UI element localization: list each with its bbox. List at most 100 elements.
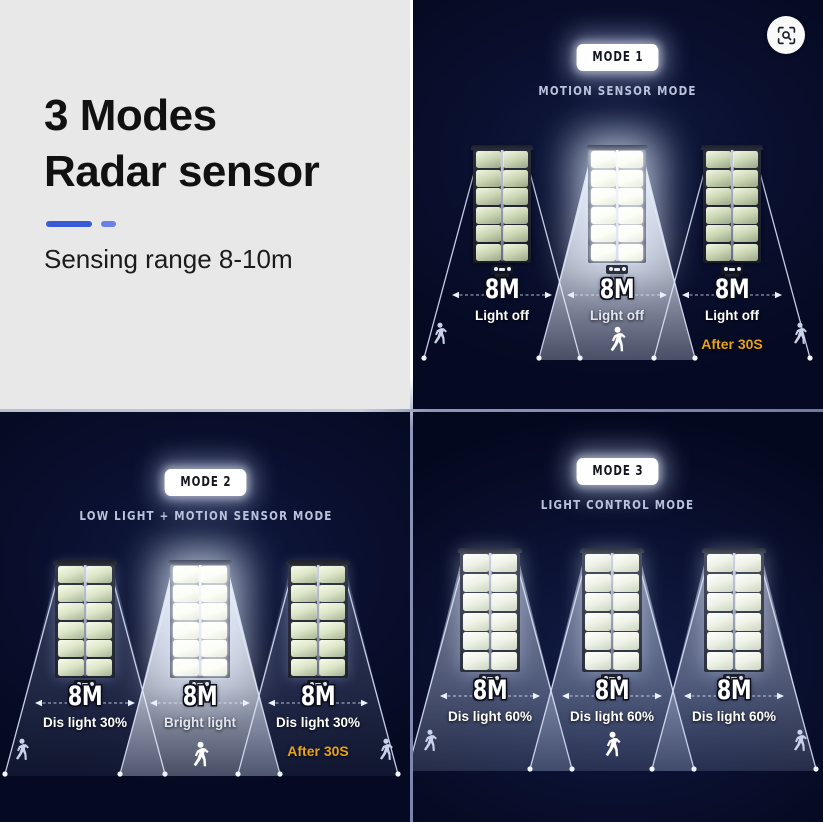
- led-module: [591, 188, 617, 205]
- heading-line-2: Radar sensor: [44, 147, 320, 197]
- lamp-cap: [168, 560, 232, 565]
- distance-label: 8M: [300, 681, 336, 712]
- led-module: [591, 206, 617, 224]
- lamp-head: [471, 145, 533, 263]
- lamp-fixture: [53, 560, 117, 693]
- lamp-head: [168, 560, 232, 678]
- title-block: 3 Modes Radar sensor Sensing range 8-10m: [44, 88, 394, 275]
- radar-sensor-module: [601, 673, 623, 683]
- lamp-labels: 8M Dis light 60%: [639, 677, 823, 724]
- led-module: [591, 169, 617, 187]
- led-module: [617, 151, 643, 168]
- lamp-unit: [0, 560, 195, 778]
- led-module: [291, 566, 318, 583]
- led-module: [732, 206, 758, 224]
- lamp-cap: [580, 548, 644, 553]
- led-module: [291, 584, 318, 602]
- lamp-head: [586, 145, 648, 263]
- led-module: [707, 593, 734, 611]
- radar-sensor-module: [189, 679, 211, 689]
- visual-search-button[interactable]: [767, 16, 805, 54]
- led-module: [734, 632, 761, 650]
- led-module: [706, 188, 732, 205]
- led-module: [318, 584, 345, 602]
- pedestrian-icon: [193, 741, 209, 767]
- led-module: [58, 566, 85, 583]
- lamp-neck: [193, 688, 207, 693]
- pedestrian-icon: [423, 729, 437, 751]
- led-module: [463, 573, 490, 592]
- lamp-state-label: Dis light 60%: [569, 709, 655, 724]
- led-module: [463, 651, 490, 670]
- distance-label: 8M: [182, 681, 218, 712]
- led-module: [612, 554, 639, 572]
- lamp-neck: [483, 682, 497, 687]
- subtitle: Sensing range 8-10m: [44, 243, 293, 274]
- led-module: [734, 573, 761, 592]
- led-module: [490, 593, 517, 611]
- led-module: [476, 188, 502, 205]
- led-module: [85, 621, 112, 639]
- accent-dash-long: [46, 220, 92, 227]
- led-module: [706, 151, 732, 168]
- heading-line-1: 3 Modes: [44, 91, 217, 140]
- lamp-cap: [53, 560, 117, 565]
- lamp-fixture: [702, 548, 766, 687]
- pedestrian-icon: [433, 322, 447, 344]
- lamp-state-label: Dis light 60%: [691, 709, 777, 724]
- horizontal-divider: [0, 409, 823, 412]
- led-module: [591, 151, 617, 168]
- pedestrian-icon: [793, 729, 807, 751]
- lamp-spine: [316, 565, 320, 676]
- pedestrian-left-outside: [420, 729, 439, 753]
- radar-sensor-module: [721, 264, 743, 274]
- led-module: [200, 603, 227, 620]
- lamp-spine: [488, 553, 492, 670]
- led-module: [734, 554, 761, 572]
- led-module: [707, 651, 734, 670]
- led-module: [617, 206, 643, 224]
- led-module: [200, 584, 227, 602]
- led-module: [85, 658, 112, 676]
- led-module: [707, 573, 734, 592]
- pedestrian-left-outside: [430, 322, 449, 346]
- distance-label: 8M: [716, 675, 752, 706]
- lamp-unit: [208, 560, 412, 778]
- led-module: [58, 658, 85, 676]
- pedestrian-icon: [379, 738, 393, 760]
- pedestrian-icon: [793, 322, 807, 344]
- led-module: [291, 640, 318, 657]
- pedestrian-icon: [605, 731, 621, 757]
- lamp-state-label: Light off: [475, 308, 529, 323]
- lamp-spine: [198, 565, 202, 676]
- led-module: [585, 632, 612, 650]
- led-module: [476, 169, 502, 187]
- distance-label: 8M: [714, 274, 750, 305]
- radar-sensor-module: [606, 264, 628, 274]
- pedestrian-right-outside: [790, 729, 809, 753]
- led-module: [291, 658, 318, 676]
- mode-3-badge-block: MODE 3 LIGHT CONTROL MODE: [412, 458, 823, 512]
- led-module: [58, 603, 85, 620]
- lamp-spine: [83, 565, 87, 676]
- led-module: [173, 566, 200, 583]
- led-module: [612, 612, 639, 631]
- lamp-unit: [502, 548, 722, 773]
- lamp-fixture: [471, 145, 533, 278]
- led-module: [85, 603, 112, 620]
- led-module: [732, 169, 758, 187]
- led-module: [58, 621, 85, 639]
- lamp-fixture: [701, 145, 763, 278]
- led-module: [476, 243, 502, 261]
- radar-sensor-module: [723, 673, 745, 683]
- led-module: [502, 225, 528, 242]
- pedestrian-icon: [15, 738, 29, 760]
- distance-label: 8M: [594, 675, 630, 706]
- led-module: [585, 651, 612, 670]
- lamp-neck: [605, 682, 619, 687]
- led-module: [585, 593, 612, 611]
